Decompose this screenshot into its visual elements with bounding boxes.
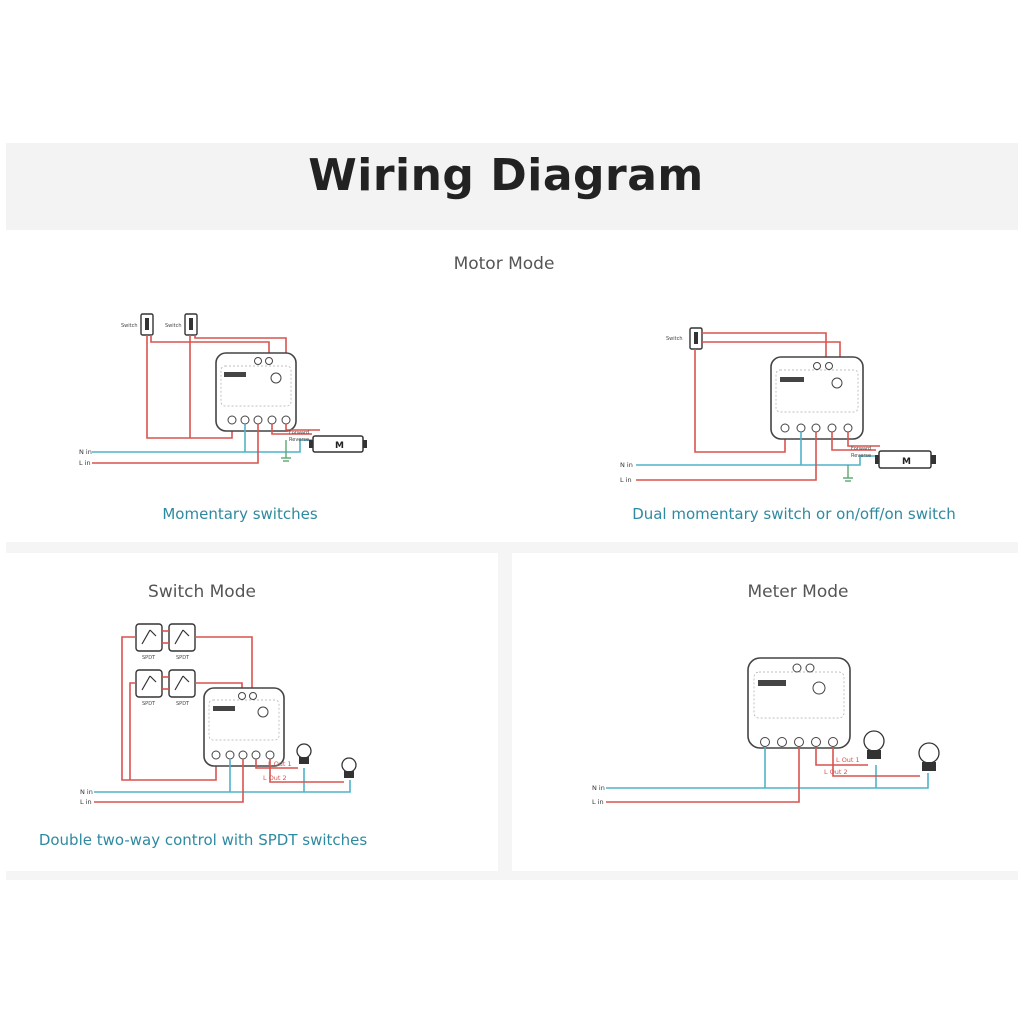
spdt-switch-icon [135,623,163,652]
switch-mode-caption: Double two-way control with SPDT switche… [38,831,368,849]
page-title: Wiring Diagram [308,150,704,201]
module-icon [770,356,864,440]
l-in-label: L in [79,459,91,467]
module-icon [747,657,851,749]
reverse-label: Reverse [851,453,871,459]
motor-icon: M [309,435,367,453]
meter-mode-title: Meter Mode [747,582,849,602]
bulb-icon [341,757,357,778]
switch-label: Switch [666,336,683,342]
n-in-label: N in [80,788,93,796]
l-in-label: L in [80,798,92,806]
l-out-2-label: L Out 2 [263,774,287,782]
bulb-icon [863,730,885,759]
l-in-label: L in [620,476,632,484]
spdt-label: SPDT [176,655,190,661]
switch-2-label: Switch [165,323,182,329]
ground-icon [843,477,853,482]
l-in-label: L in [592,798,604,806]
spdt-label: SPDT [176,701,190,707]
ground-icon [281,457,291,462]
forward-label: Forward [289,430,309,436]
switch-icon [184,313,198,336]
motor-left-caption: Momentary switches [162,505,318,523]
spdt-label: SPDT [142,701,156,707]
module-icon [215,352,297,432]
spdt-switch-icon [168,669,196,698]
bulb-icon [918,742,940,771]
n-in-label: N in [592,784,605,792]
motor-mode-title: Motor Mode [453,254,555,274]
switch-mode-title: Switch Mode [148,582,256,602]
l-out-1-label: L Out 1 [268,760,292,768]
module-icon [203,687,285,767]
l-out-1-label: L Out 1 [836,756,860,764]
spdt-label: SPDT [142,655,156,661]
spdt-switch-icon [168,623,196,652]
l-out-2-label: L Out 2 [824,768,848,776]
n-in-label: N in [79,448,92,456]
motor-right-caption: Dual momentary switch or on/off/on switc… [632,505,956,523]
motor-label: M [335,441,344,451]
motor-icon: M [875,450,936,469]
switch-1-label: Switch [121,323,138,329]
reverse-label: Reverse [289,437,309,443]
title-band [6,143,1018,230]
forward-label: Forward [851,446,871,452]
bulb-icon [296,743,312,764]
n-in-label: N in [620,461,633,469]
motor-label: M [902,457,911,467]
switch-icon [689,327,703,350]
